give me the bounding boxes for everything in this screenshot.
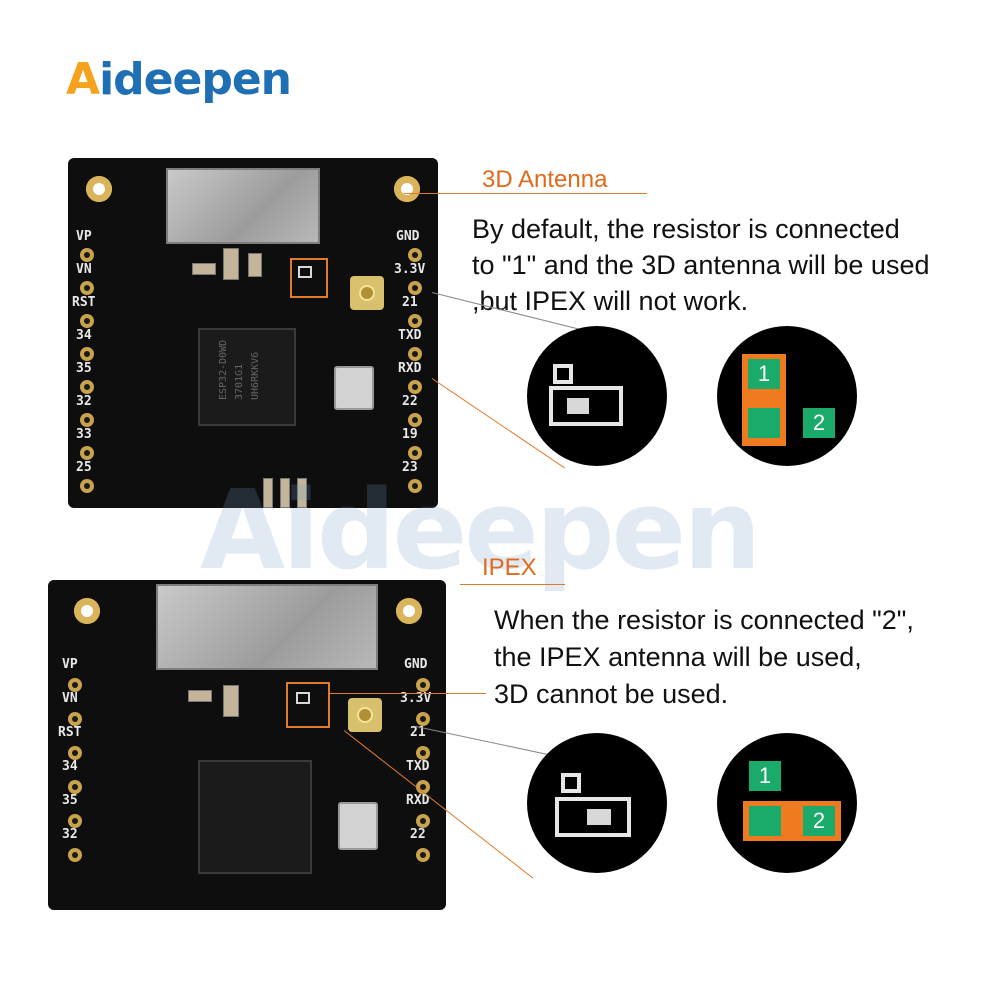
mounting-hole bbox=[74, 598, 100, 624]
esp32-chip bbox=[198, 760, 312, 874]
resistor-pad bbox=[296, 692, 310, 704]
zoom-circle-diagram-3d: 1 2 bbox=[717, 326, 857, 466]
pin-label-left: 33 bbox=[76, 427, 92, 442]
logo-rest: ideepen bbox=[99, 54, 292, 105]
pin-label-right: 21 bbox=[402, 295, 418, 310]
leader-line bbox=[330, 693, 486, 694]
header-pin bbox=[297, 478, 307, 508]
pad-2 bbox=[803, 408, 835, 438]
section2-heading: IPEX bbox=[482, 554, 537, 581]
resistor-highlight bbox=[286, 682, 330, 728]
mounting-hole bbox=[86, 176, 112, 202]
section1-line2: to "1" and the 3D antenna will be used bbox=[472, 250, 930, 280]
pad-outline bbox=[561, 773, 581, 793]
pin-label-left: RST bbox=[72, 295, 96, 310]
chip-marking-1: ESP32-D0WD bbox=[218, 339, 229, 400]
watermark: Aideepen bbox=[200, 466, 761, 594]
esp32-chip: ESP32-D0WD 3701G1 UH6RKKV6 bbox=[198, 328, 296, 426]
pin-label-right: 22 bbox=[402, 394, 418, 409]
section2-line3: 3D cannot be used. bbox=[494, 679, 729, 709]
board-photo-ipex: VP VN RST 34 35 32 GND 3.3V 21 TXD RXD 2… bbox=[48, 580, 446, 910]
pin-label-right: 3.3V bbox=[394, 262, 426, 277]
resistor-body bbox=[567, 398, 589, 414]
pin-label-right: GND bbox=[404, 657, 428, 672]
smd-resistor bbox=[192, 263, 216, 275]
antenna-shield bbox=[166, 168, 320, 244]
pin-label-right: 3.3V bbox=[400, 691, 432, 706]
pad-1 bbox=[749, 761, 781, 791]
pin-label-right: 21 bbox=[410, 725, 426, 740]
leader-line bbox=[404, 193, 456, 194]
zoom-circle-photo-ipex bbox=[527, 733, 667, 873]
pin-label-left: VN bbox=[62, 691, 78, 706]
zoom-circle-photo-3d bbox=[527, 326, 667, 466]
pin-label-right: RXD bbox=[406, 793, 430, 808]
logo-first-letter: A bbox=[66, 54, 100, 105]
smd-resistor bbox=[188, 690, 212, 702]
smd-capacitor bbox=[223, 685, 239, 717]
pin-label-right: RXD bbox=[398, 361, 422, 376]
pad-2-label: 2 bbox=[812, 808, 826, 833]
pin-label-left: 25 bbox=[76, 460, 92, 475]
pad-2 bbox=[803, 806, 835, 836]
pin-label-left: 34 bbox=[62, 759, 78, 774]
pin-label-right: GND bbox=[396, 229, 420, 244]
pin-label-right: 23 bbox=[402, 460, 418, 475]
pin-label-left: VN bbox=[76, 262, 92, 277]
section1-line3: ,but IPEX will not work. bbox=[472, 286, 749, 316]
pad-1-label: 1 bbox=[758, 763, 772, 788]
pad-2-label: 2 bbox=[812, 410, 826, 435]
resistor-body bbox=[587, 809, 611, 825]
board-photo-3d-antenna: ESP32-D0WD 3701G1 UH6RKKV6 VP VN RST 34 … bbox=[68, 158, 438, 508]
section2-line1: When the resistor is connected "2", bbox=[494, 605, 914, 635]
pin-label-left: RST bbox=[58, 725, 82, 740]
pin-label-left: 32 bbox=[62, 827, 78, 842]
pad-outline bbox=[549, 386, 623, 426]
chip-marking-3: UH6RKKV6 bbox=[250, 351, 261, 400]
resistor-highlight bbox=[290, 258, 328, 298]
pin-label-left: 34 bbox=[76, 328, 92, 343]
pad-1 bbox=[748, 359, 780, 389]
crystal bbox=[338, 802, 378, 850]
pad-outline bbox=[553, 364, 573, 384]
ipex-connector bbox=[348, 698, 382, 732]
ipex-connector bbox=[350, 276, 384, 310]
section1-line1: By default, the resistor is connected bbox=[472, 214, 900, 244]
pin-label-left: 35 bbox=[76, 361, 92, 376]
smd-capacitor bbox=[248, 253, 262, 277]
brand-logo: Aideepen bbox=[66, 52, 292, 108]
zoom-circle-diagram-ipex: 1 2 bbox=[717, 733, 857, 873]
header-pin bbox=[263, 478, 273, 508]
pin-label-left: VP bbox=[76, 229, 92, 244]
mounting-hole bbox=[396, 598, 422, 624]
section2-heading-underline bbox=[460, 584, 565, 585]
pin-label-left: 35 bbox=[62, 793, 78, 808]
pin-label-left: 32 bbox=[76, 394, 92, 409]
chip-marking-2: 3701G1 bbox=[234, 363, 245, 400]
mounting-hole bbox=[394, 176, 420, 202]
crystal bbox=[334, 366, 374, 410]
pin-label-right: 22 bbox=[410, 827, 426, 842]
pin-label-left: VP bbox=[62, 657, 78, 672]
pin-label-right: 19 bbox=[402, 427, 418, 442]
pad-outline bbox=[555, 797, 631, 837]
section2-line2: the IPEX antenna will be used, bbox=[494, 642, 862, 672]
header-pin bbox=[280, 478, 290, 508]
section1-heading-underline bbox=[455, 193, 647, 194]
smd-capacitor bbox=[223, 248, 239, 280]
section1-heading: 3D Antenna bbox=[482, 166, 608, 193]
antenna-shield bbox=[156, 584, 378, 670]
pad-1-label: 1 bbox=[757, 361, 771, 386]
pad-shared bbox=[748, 408, 780, 438]
resistor-pad bbox=[298, 266, 312, 278]
pad-shared bbox=[749, 806, 781, 836]
pin-label-right: TXD bbox=[406, 759, 430, 774]
pin-label-right: TXD bbox=[398, 328, 422, 343]
